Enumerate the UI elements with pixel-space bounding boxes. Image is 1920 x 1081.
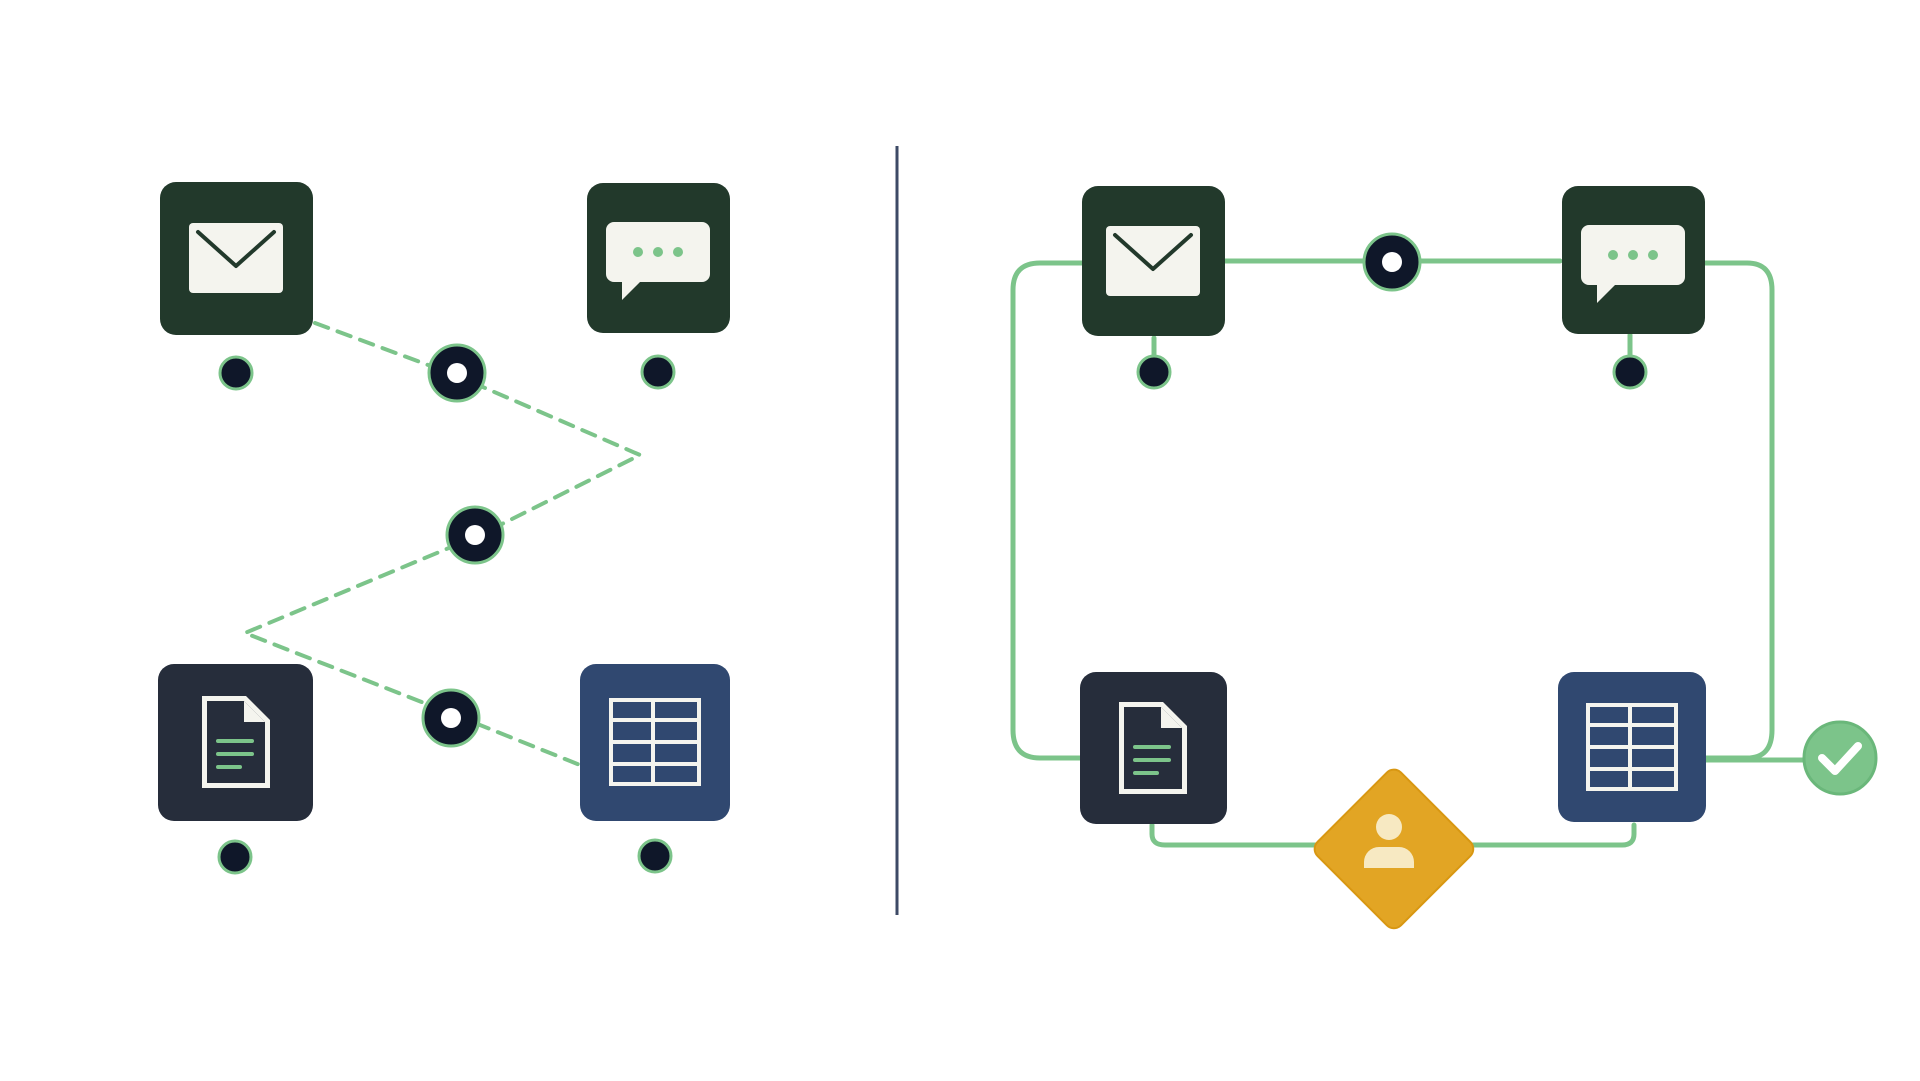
port-dots (217, 354, 676, 875)
port-dot (218, 355, 254, 391)
right-panel (1010, 186, 1878, 933)
spreadsheet-icon (609, 698, 701, 786)
completion-check (1802, 720, 1878, 796)
junction-ring (445, 505, 505, 565)
person-icon (1364, 814, 1414, 868)
document-node[interactable] (1080, 672, 1227, 824)
port-dot (1136, 354, 1172, 390)
chat-node[interactable] (587, 183, 730, 333)
checkmark-icon (1818, 742, 1862, 775)
junction-rings (421, 343, 505, 748)
document-node[interactable] (158, 664, 313, 821)
port-dot (640, 354, 676, 390)
spreadsheet-node[interactable] (580, 664, 730, 821)
port-dot (1612, 354, 1648, 390)
solid-connectors (1010, 258, 1811, 848)
document-icon (200, 694, 272, 790)
port-dot (217, 839, 253, 875)
junction-ring (427, 343, 487, 403)
envelope-icon (1104, 224, 1202, 298)
mail-node[interactable] (1082, 186, 1225, 336)
mail-node[interactable] (160, 182, 313, 335)
port-dots (1136, 354, 1648, 390)
spreadsheet-node[interactable] (1558, 672, 1706, 822)
approval-diamond-node[interactable] (1311, 766, 1478, 933)
chat-node[interactable] (1562, 186, 1705, 334)
junction-ring (1362, 232, 1422, 292)
envelope-icon (187, 221, 285, 295)
spreadsheet-icon (1586, 703, 1678, 791)
junction-ring (421, 688, 481, 748)
left-panel (158, 182, 730, 875)
port-dot (637, 838, 673, 874)
